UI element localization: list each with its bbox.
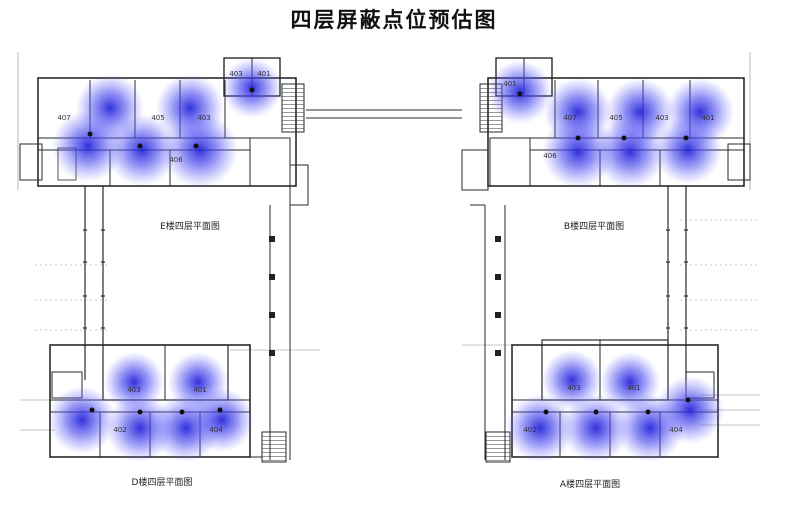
room-label: 404 [209,426,223,434]
room-label: 403 [655,114,668,122]
central-area [269,109,506,460]
room-label: 407 [563,114,576,122]
corridor-right-ticks [666,229,688,329]
room-label: 404 [669,426,683,434]
room-label: 403 [197,114,210,122]
room-label: 401 [257,70,270,78]
diagram-title: 四层屏蔽点位预估图 [290,7,498,32]
building-a-caption: A楼四层平面图 [560,478,620,490]
room-label: 406 [543,152,557,160]
room-label: 403 [229,70,242,78]
room-label: 401 [193,386,206,394]
room-label: 401 [701,114,714,122]
room-numbers-b: 401 407 405 403 401 406 [503,80,714,160]
room-label: 402 [523,426,536,434]
column-markers [269,236,501,356]
building-e-caption: E楼四层平面图 [160,220,220,232]
building-b-caption: B楼四层平面图 [564,220,624,232]
room-numbers-e: 403 401 407 405 403 406 [57,70,270,164]
access-points [87,87,691,415]
room-numbers-a: 403 401 402 404 [523,384,683,434]
signal-coverage [48,58,734,462]
corridor-left [84,186,104,380]
room-label: 405 [609,114,622,122]
building-d-caption: D楼四层平面图 [132,476,193,488]
room-label: 401 [627,384,640,392]
room-label: 407 [57,114,70,122]
room-label: 402 [113,426,126,434]
room-numbers-d: 403 401 402 404 [113,386,223,434]
grid-lines [17,52,760,431]
room-label: 405 [151,114,164,122]
corridor-right [667,186,687,380]
room-label: 403 [567,384,580,392]
room-label: 401 [503,80,516,88]
room-label: 406 [169,156,183,164]
room-label: 403 [127,386,140,394]
corridor-left-ticks [83,229,105,329]
